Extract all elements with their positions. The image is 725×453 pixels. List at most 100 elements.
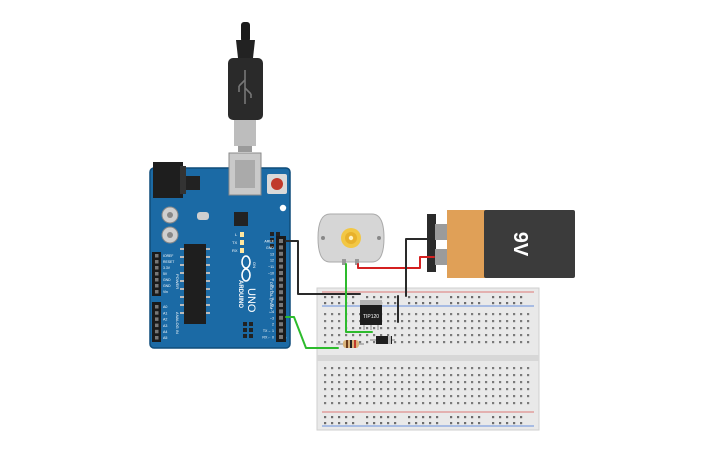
- wire-signal-pin[interactable]: [285, 316, 339, 349]
- breadboard-hole[interactable]: [527, 320, 530, 323]
- breadboard-hole[interactable]: [324, 395, 327, 398]
- breadboard-hole[interactable]: [415, 302, 418, 305]
- breadboard-hole[interactable]: [492, 320, 495, 323]
- wire-battery-negative[interactable]: [405, 238, 435, 297]
- breadboard-hole[interactable]: [352, 327, 355, 330]
- breadboard-hole[interactable]: [422, 381, 425, 384]
- breadboard-hole[interactable]: [499, 416, 502, 419]
- breadboard-hole[interactable]: [422, 388, 425, 391]
- breadboard-hole[interactable]: [345, 402, 348, 405]
- breadboard-hole[interactable]: [464, 302, 467, 305]
- breadboard-hole[interactable]: [499, 374, 502, 377]
- breadboard-hole[interactable]: [415, 320, 418, 323]
- breadboard-hole[interactable]: [471, 334, 474, 337]
- breadboard-hole[interactable]: [366, 402, 369, 405]
- breadboard-hole[interactable]: [471, 395, 474, 398]
- breadboard-hole[interactable]: [331, 395, 334, 398]
- breadboard-hole[interactable]: [359, 374, 362, 377]
- breadboard-hole[interactable]: [457, 313, 460, 316]
- breadboard-hole[interactable]: [373, 395, 376, 398]
- breadboard-hole[interactable]: [394, 320, 397, 323]
- breadboard-hole[interactable]: [520, 367, 523, 370]
- breadboard-hole[interactable]: [387, 334, 390, 337]
- breadboard-hole[interactable]: [436, 402, 439, 405]
- breadboard-hole[interactable]: [478, 367, 481, 370]
- breadboard-hole[interactable]: [324, 422, 327, 425]
- breadboard-hole[interactable]: [429, 381, 432, 384]
- breadboard-hole[interactable]: [338, 367, 341, 370]
- transistor-tip120[interactable]: TIP120: [360, 300, 382, 330]
- power-pin[interactable]: [155, 260, 159, 264]
- breadboard-hole[interactable]: [394, 374, 397, 377]
- breadboard-hole[interactable]: [422, 302, 425, 305]
- breadboard-hole[interactable]: [387, 367, 390, 370]
- breadboard-hole[interactable]: [485, 374, 488, 377]
- breadboard-hole[interactable]: [324, 313, 327, 316]
- breadboard-hole[interactable]: [429, 367, 432, 370]
- breadboard-hole[interactable]: [366, 416, 369, 419]
- breadboard-hole[interactable]: [443, 402, 446, 405]
- breadboard-hole[interactable]: [387, 395, 390, 398]
- breadboard-hole[interactable]: [478, 334, 481, 337]
- breadboard-hole[interactable]: [436, 296, 439, 299]
- breadboard-hole[interactable]: [429, 388, 432, 391]
- breadboard-hole[interactable]: [429, 334, 432, 337]
- breadboard-hole[interactable]: [436, 416, 439, 419]
- breadboard-hole[interactable]: [513, 388, 516, 391]
- breadboard-hole[interactable]: [359, 381, 362, 384]
- breadboard-hole[interactable]: [394, 395, 397, 398]
- breadboard-hole[interactable]: [471, 367, 474, 370]
- breadboard-hole[interactable]: [492, 327, 495, 330]
- breadboard-hole[interactable]: [324, 374, 327, 377]
- breadboard-hole[interactable]: [443, 388, 446, 391]
- breadboard-hole[interactable]: [436, 334, 439, 337]
- breadboard-hole[interactable]: [464, 341, 467, 344]
- breadboard-hole[interactable]: [443, 367, 446, 370]
- breadboard-hole[interactable]: [464, 381, 467, 384]
- breadboard-hole[interactable]: [331, 367, 334, 370]
- breadboard-hole[interactable]: [443, 395, 446, 398]
- breadboard-hole[interactable]: [450, 327, 453, 330]
- breadboard-hole[interactable]: [324, 296, 327, 299]
- breadboard-hole[interactable]: [408, 422, 411, 425]
- breadboard-hole[interactable]: [450, 416, 453, 419]
- breadboard-hole[interactable]: [443, 320, 446, 323]
- analog-pin[interactable]: [155, 323, 159, 328]
- breadboard-hole[interactable]: [415, 395, 418, 398]
- digital-pin[interactable]: [279, 296, 283, 301]
- breadboard-hole[interactable]: [513, 341, 516, 344]
- breadboard-hole[interactable]: [478, 313, 481, 316]
- breadboard-hole[interactable]: [345, 374, 348, 377]
- breadboard-hole[interactable]: [338, 416, 341, 419]
- breadboard-hole[interactable]: [478, 327, 481, 330]
- breadboard-hole[interactable]: [485, 341, 488, 344]
- breadboard-hole[interactable]: [401, 388, 404, 391]
- breadboard-hole[interactable]: [401, 313, 404, 316]
- breadboard-hole[interactable]: [429, 341, 432, 344]
- breadboard-hole[interactable]: [415, 296, 418, 299]
- breadboard-hole[interactable]: [499, 327, 502, 330]
- breadboard-hole[interactable]: [506, 395, 509, 398]
- breadboard-hole[interactable]: [499, 296, 502, 299]
- breadboard-hole[interactable]: [387, 388, 390, 391]
- breadboard-hole[interactable]: [394, 313, 397, 316]
- digital-pin[interactable]: [279, 258, 283, 263]
- breadboard-hole[interactable]: [492, 302, 495, 305]
- digital-pin[interactable]: [279, 315, 283, 320]
- breadboard-hole[interactable]: [520, 296, 523, 299]
- breadboard-hole[interactable]: [457, 381, 460, 384]
- breadboard-hole[interactable]: [520, 341, 523, 344]
- breadboard-hole[interactable]: [464, 320, 467, 323]
- breadboard-hole[interactable]: [513, 367, 516, 370]
- breadboard-hole[interactable]: [429, 296, 432, 299]
- breadboard-hole[interactable]: [331, 302, 334, 305]
- breadboard-hole[interactable]: [478, 320, 481, 323]
- breadboard-hole[interactable]: [499, 313, 502, 316]
- breadboard-hole[interactable]: [408, 416, 411, 419]
- breadboard-hole[interactable]: [471, 381, 474, 384]
- breadboard-hole[interactable]: [492, 367, 495, 370]
- breadboard-hole[interactable]: [520, 374, 523, 377]
- breadboard-hole[interactable]: [436, 327, 439, 330]
- digital-pin[interactable]: [279, 309, 283, 314]
